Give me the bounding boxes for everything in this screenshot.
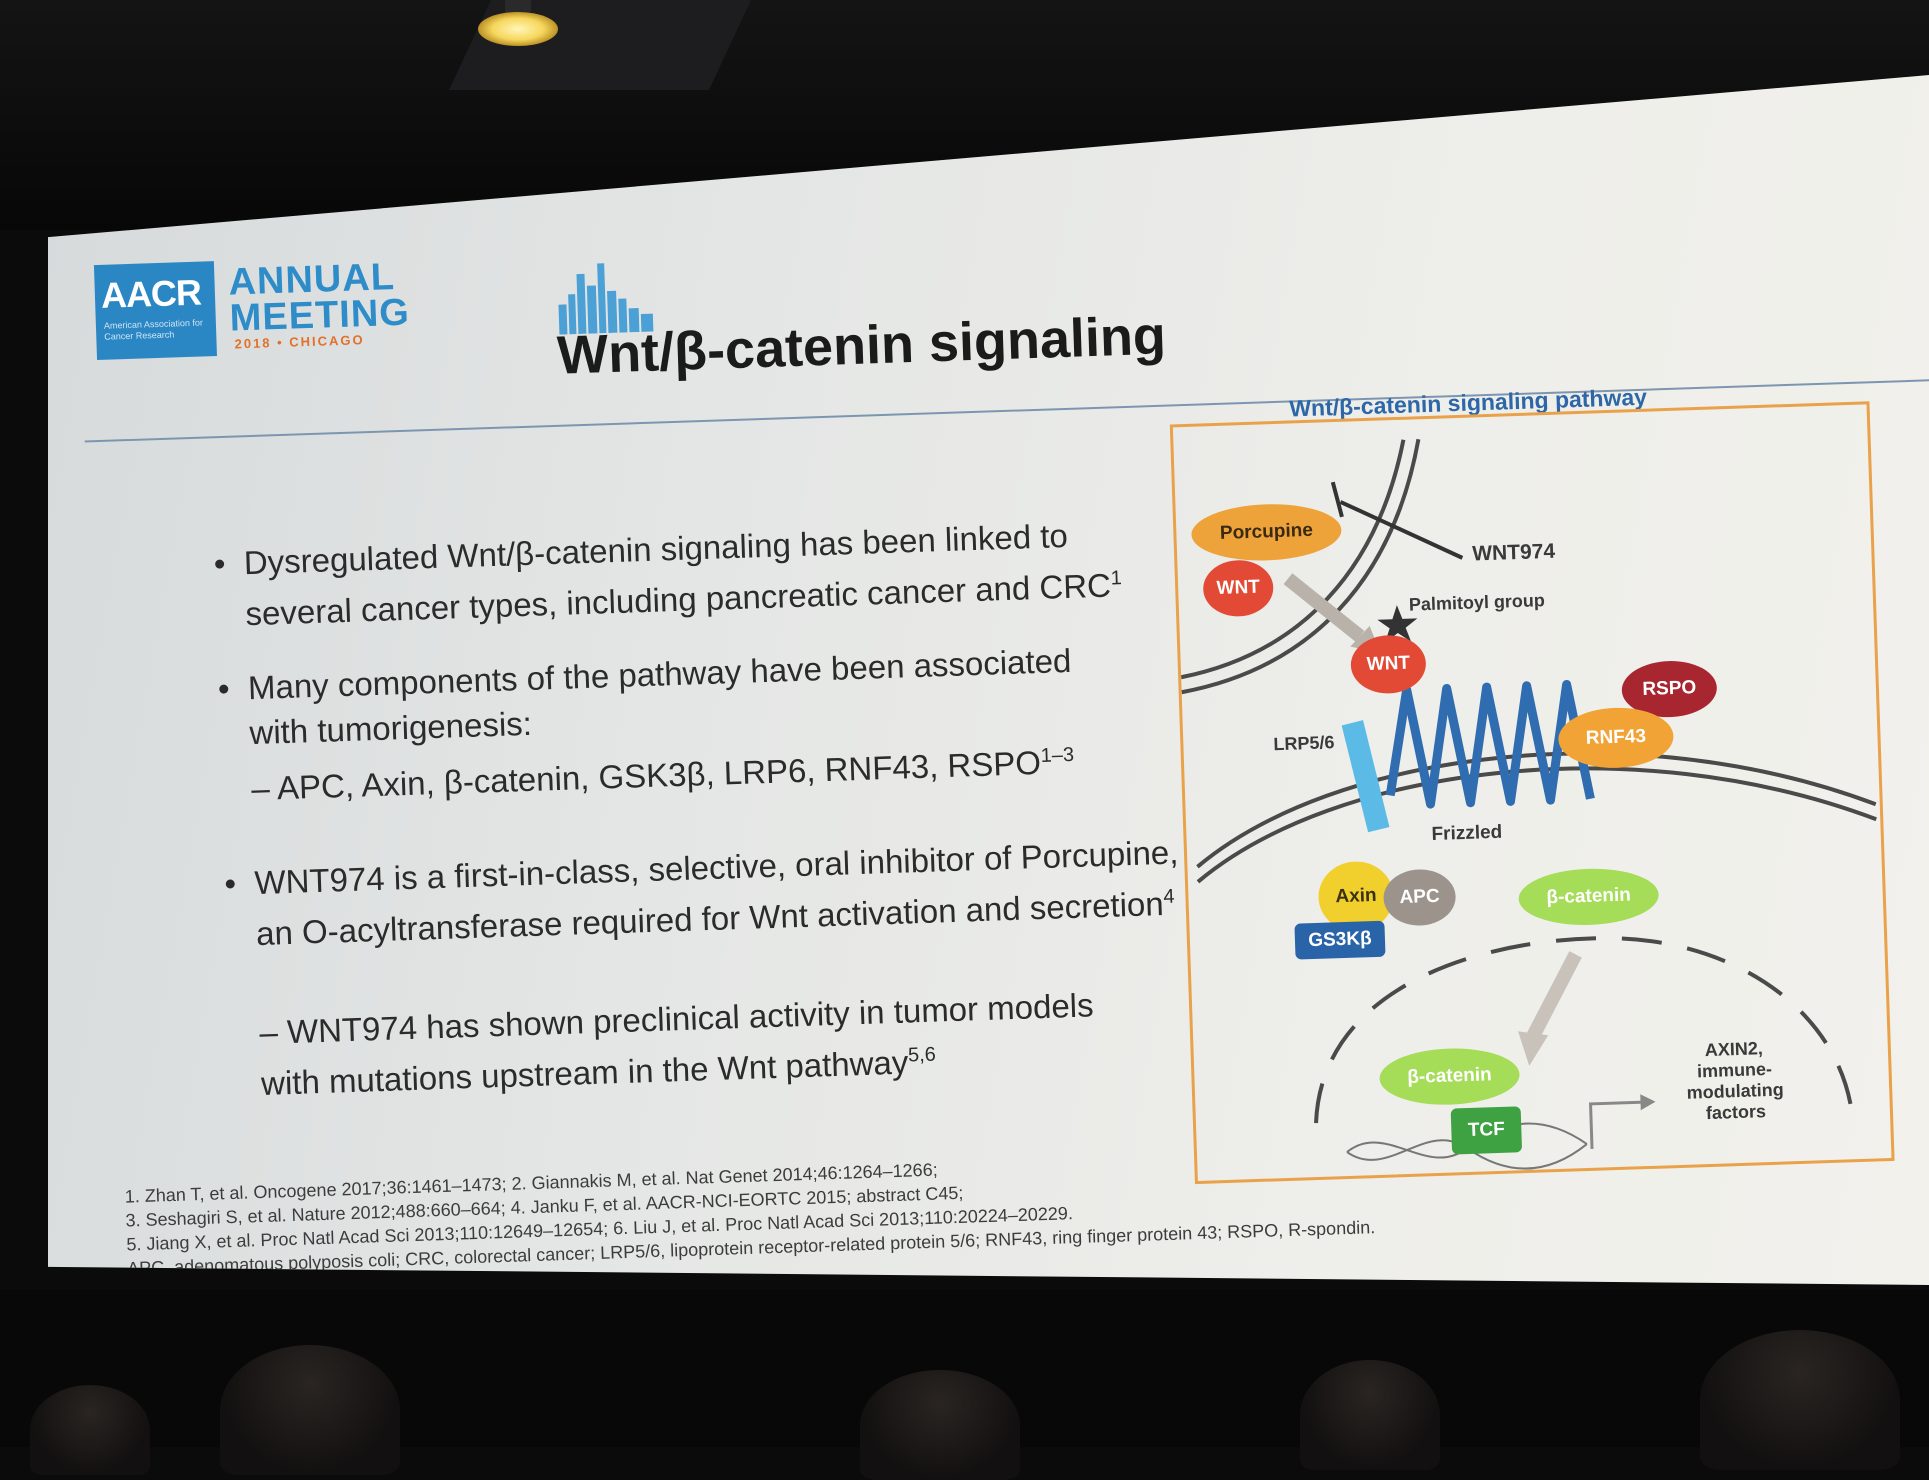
logo-line-meeting: MEETING	[229, 291, 411, 340]
bullet-text: WNT974 is a first-in-class, selective, o…	[253, 833, 1179, 953]
bullet-superscript: 5,6	[907, 1043, 937, 1067]
pathway-lines	[1180, 438, 1877, 1170]
projected-slide: AACR American Association for Cancer Res…	[48, 75, 1929, 1285]
audience-head	[1700, 1330, 1900, 1470]
audience-head	[1300, 1360, 1440, 1470]
aacr-logo-subtext: American Association for Cancer Research	[103, 317, 204, 342]
target-genes-label: AXIN2, immune-modulating factors	[1686, 1038, 1785, 1124]
skyline-icon	[558, 263, 654, 335]
wnt974-label: WNT974	[1471, 539, 1556, 566]
footnotes: 1. Zhan T, et al. Oncogene 2017;36:1461–…	[124, 1135, 1626, 1281]
bullet-text: Dysregulated Wnt/β-catenin signaling has…	[243, 516, 1112, 633]
ceiling-lamp	[478, 12, 558, 46]
pathway-diagram: Porcupine WNT974 WNT Palmitoyl group WNT…	[1169, 401, 1895, 1185]
gsk3b-node: GS3Kβ	[1294, 920, 1386, 960]
lrp-label: LRP5/6	[1273, 732, 1335, 755]
bullet-text: – APC, Axin, β-catenin, GSK3β, LRP6, RNF…	[250, 743, 1042, 808]
frizzled-label: Frizzled	[1431, 821, 1503, 846]
audience-silhouettes	[0, 1290, 1929, 1480]
aacr-logo-text: AACR	[100, 271, 202, 316]
aacr-logo: AACR American Association for Cancer Res…	[93, 261, 217, 361]
bullet-superscript: 1–3	[1040, 743, 1075, 767]
bullet-item: • WNT974 is a first-in-class, selective,…	[224, 829, 1187, 956]
bullet-dot: •	[213, 544, 227, 583]
audience-head	[860, 1370, 1020, 1480]
bullet-superscript: 4	[1163, 885, 1175, 908]
audience-head	[220, 1345, 400, 1475]
logo-city: 2018 • CHICAGO	[234, 332, 365, 352]
bullet-item: • Dysregulated Wnt/β-catenin signaling h…	[213, 510, 1146, 636]
sub-bullet-item: – WNT974 has shown preclinical activity …	[259, 982, 1122, 1106]
bullet-dot: •	[217, 669, 231, 708]
bullet-text: – WNT974 has shown preclinical activity …	[258, 986, 1095, 1102]
slide-content: AACR American Association for Cancer Res…	[48, 75, 1929, 1285]
bullet-superscript: 1	[1110, 567, 1123, 590]
ceiling-beam	[449, 0, 751, 90]
bullet-text: Many components of the pathway have been…	[247, 641, 1072, 752]
palmitoyl-label: Palmitoyl group	[1408, 590, 1546, 615]
bullet-dot: •	[223, 864, 237, 903]
bullet-list: • Dysregulated Wnt/β-catenin signaling h…	[120, 421, 1179, 1102]
annual-meeting-logo: ANNUAL MEETING 2018 • CHICAGO	[220, 253, 654, 356]
audience-head	[30, 1385, 150, 1475]
